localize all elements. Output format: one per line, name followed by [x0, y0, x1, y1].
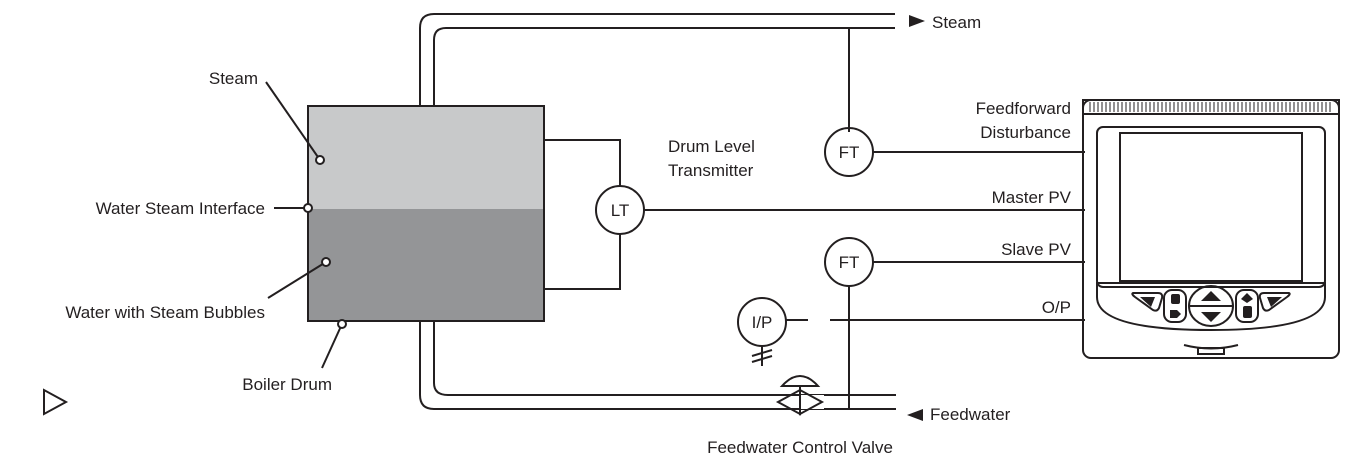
page-key: [1163, 289, 1187, 323]
valve-actuator: [779, 375, 821, 387]
callout-leaders: [265, 81, 347, 369]
feedwater-flow-transmitter: [824, 237, 1085, 409]
drum-outline: [307, 105, 545, 322]
slave-pv-label: Slave PV: [1001, 240, 1072, 259]
controller-vent: [1082, 99, 1340, 115]
steam-space: [308, 106, 544, 209]
boiler-drum: [307, 105, 545, 322]
ip-tag: I/P: [752, 313, 773, 332]
keypad-bezel: [1096, 282, 1326, 332]
steam-outlet-label: Steam: [932, 13, 981, 32]
feedwater-pipe: [419, 321, 923, 421]
steam-arrow-icon: [909, 15, 925, 27]
boiler-drum-label: Boiler Drum: [242, 375, 332, 394]
down-arrow-icon: [1201, 312, 1221, 322]
interface-label: Water Steam Interface: [96, 199, 265, 218]
ft-steam-tag: FT: [839, 143, 860, 162]
steam-flow-transmitter: [824, 28, 1085, 177]
op-label: O/P: [1042, 298, 1071, 317]
steam-region-label: Steam: [209, 69, 258, 88]
page-icon: [1171, 294, 1180, 304]
right-arrow-icon: [1267, 297, 1282, 307]
controller-slot: [1197, 347, 1225, 355]
ip-converter: [737, 297, 1085, 366]
ft-water-tag: FT: [839, 253, 860, 272]
auto-manual-key: [1235, 289, 1259, 323]
master-pv-label: Master PV: [992, 188, 1072, 207]
feedwater-control-valve: [43, 375, 825, 416]
feedwater-label: Feedwater: [930, 405, 1011, 424]
left-arrow-key: [1131, 292, 1164, 312]
feedforward-label-2: Disturbance: [980, 123, 1071, 142]
controller: [1082, 99, 1340, 359]
feedforward-label-1: Feedforward: [976, 99, 1071, 118]
lt-tag: LT: [611, 201, 630, 220]
drum-level-label-1: Drum Level: [668, 137, 755, 156]
level-transmitter: [544, 139, 1085, 290]
valve-label: Feedwater Control Valve: [707, 438, 893, 457]
water-space: [308, 209, 544, 321]
drum-level-label-2: Transmitter: [668, 161, 754, 180]
steam-pipe: [419, 13, 925, 106]
up-down-keys: [1188, 285, 1234, 327]
controller-screen-frame: [1096, 126, 1326, 288]
right-arrow-key: [1258, 292, 1291, 312]
up-arrow-icon: [1201, 291, 1221, 301]
left-arrow-icon: [1140, 297, 1155, 307]
water-region-label: Water with Steam Bubbles: [65, 303, 265, 322]
controller-screen: [1119, 132, 1303, 282]
hand-icon: [1241, 293, 1253, 303]
vent-ticks: [1089, 102, 1331, 112]
feedwater-arrow-icon: [907, 409, 923, 421]
